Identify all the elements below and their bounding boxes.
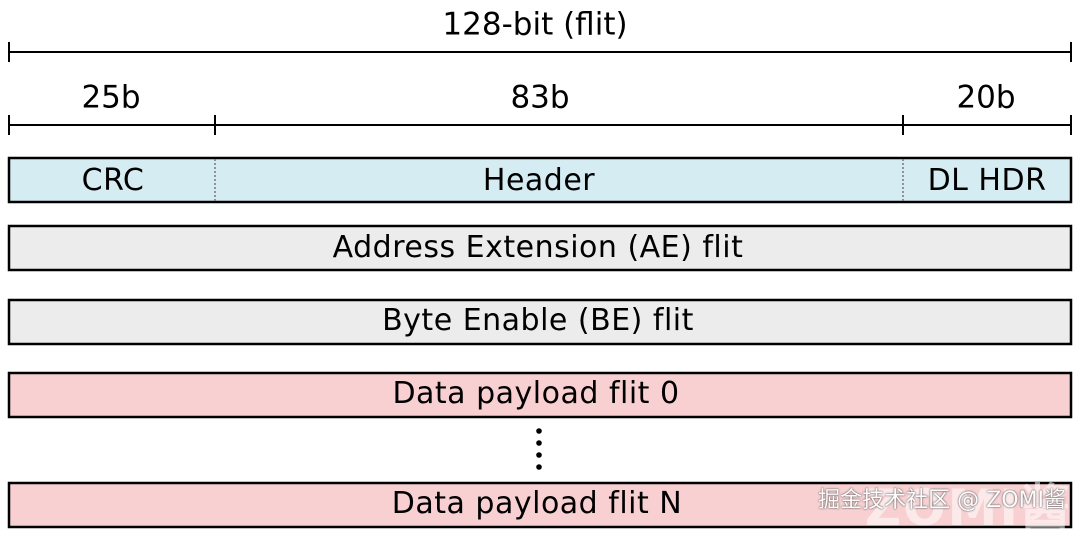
header-flit-box: [7, 156, 1073, 204]
field-width-dimension: [8, 115, 1072, 135]
ae-flit-box: [7, 224, 1073, 272]
data-payload-flit-0-box: [7, 371, 1073, 419]
be-flit-box: [7, 298, 1073, 346]
ae-flit-label: Address Extension (AE) flit: [332, 230, 744, 265]
dl-hdr-label: DL HDR: [927, 163, 1047, 198]
watermark-large: ZOMI酱: [864, 479, 1072, 537]
watermark-text: 掘金技术社区 @ ZOMI酱: [818, 488, 1066, 513]
header-label: Header: [482, 163, 596, 198]
dlhdr-width-label: 20b: [956, 79, 1016, 116]
crc-width-label: 25b: [81, 79, 141, 116]
be-flit-label: Byte Enable (BE) flit: [382, 303, 694, 338]
header-width-label: 83b: [510, 79, 570, 116]
data-payload-flit-n-label: Data payload flit N: [391, 486, 683, 521]
total-width-label: 128-bit (flit): [442, 6, 628, 43]
data-payload-flit-n-box: [7, 481, 1073, 529]
crc-label: CRC: [81, 163, 145, 198]
ellipsis-dots: [536, 428, 542, 470]
data-payload-flit-0-label: Data payload flit 0: [392, 376, 680, 411]
total-width-dimension: [8, 42, 1072, 62]
